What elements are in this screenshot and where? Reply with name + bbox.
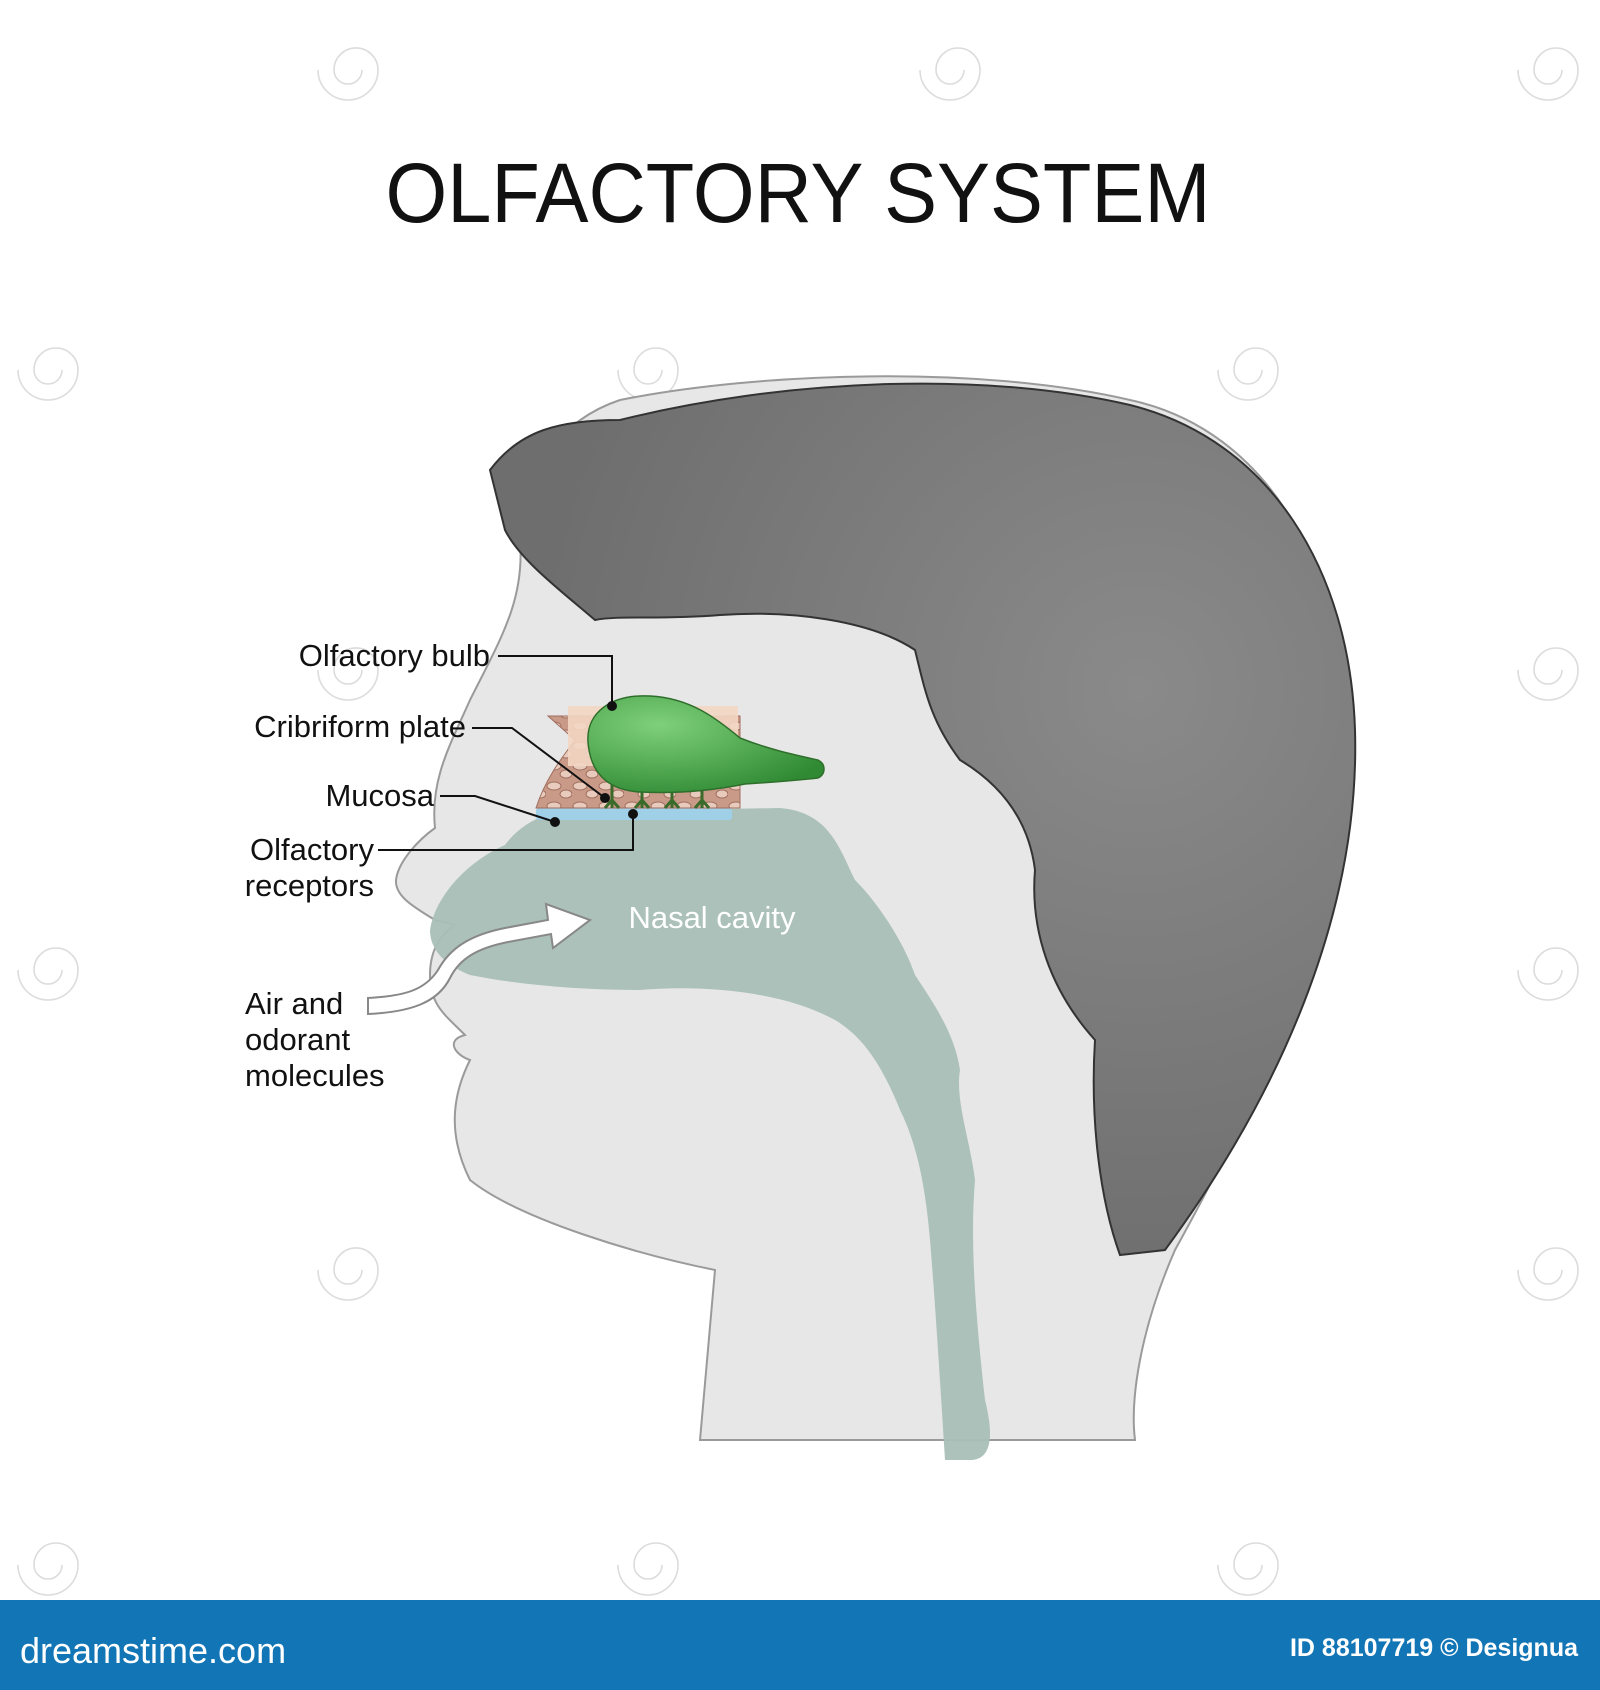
leader-lines xyxy=(378,655,638,851)
label-air-line3: molecules xyxy=(245,1058,385,1093)
receptor-fibres xyxy=(603,780,711,809)
label-olfactory-receptors-line2: receptors xyxy=(245,868,374,903)
airflow-arrow-icon xyxy=(367,902,593,1016)
footer-bar xyxy=(0,1600,1600,1690)
label-mucosa: Mucosa xyxy=(325,778,434,813)
footer-id: ID 88107719 © Designua xyxy=(1290,1634,1579,1662)
label-cribriform-plate: Cribriform plate xyxy=(254,709,466,744)
label-olfactory-bulb: Olfactory bulb xyxy=(299,638,490,673)
olfactory-bulb-shape xyxy=(587,695,825,794)
hair-shape xyxy=(488,382,1357,1257)
page-title: OLFACTORY SYSTEM xyxy=(386,146,1211,240)
label-olfactory-receptors-line1: Olfactory xyxy=(250,832,375,867)
nasal-cavity-shape xyxy=(430,808,990,1460)
footer-brand: dreamstime.com xyxy=(20,1630,286,1671)
label-air-line2: odorant xyxy=(245,1022,351,1057)
label-air-line1: Air and xyxy=(245,986,343,1021)
label-nasal-cavity: Nasal cavity xyxy=(628,900,796,935)
watermark-layer xyxy=(17,47,1579,1596)
